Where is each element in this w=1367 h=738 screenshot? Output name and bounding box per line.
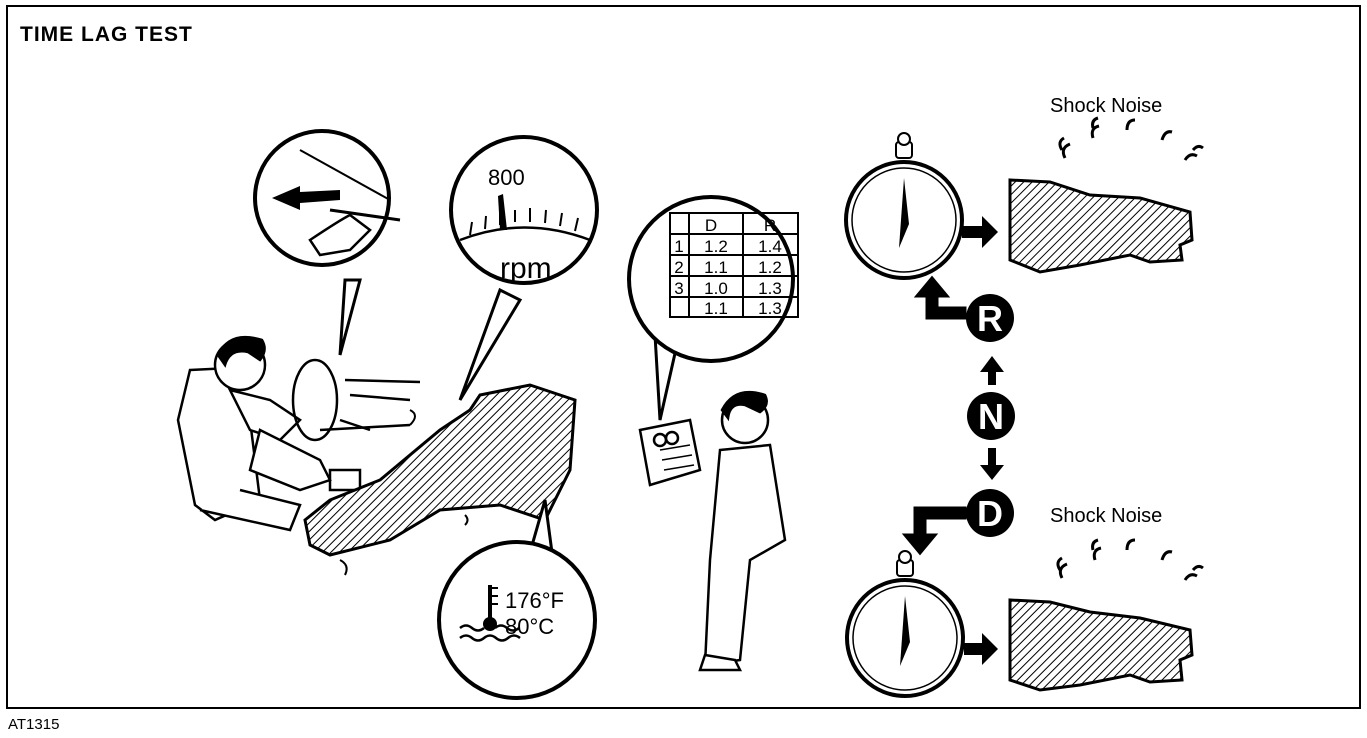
table-row-3-r: 1.3 [758, 279, 782, 298]
results-table-callout: D R 1 1.2 1.4 2 1.1 1.2 3 1.0 1.3 1.1 1.… [629, 197, 798, 420]
shock-noise-lines-bottom [1058, 540, 1203, 580]
arrow-d-to-stopwatch-icon [905, 508, 965, 553]
table-row-4-r: 1.3 [758, 299, 782, 318]
table-row-2-d: 1.1 [704, 258, 728, 277]
tachometer-callout: 800 rpm [451, 137, 597, 400]
observer-figure [640, 392, 785, 670]
arrow-right-icon-top [962, 216, 998, 248]
shift-d-label: D [977, 493, 1003, 534]
shift-r-label: R [977, 298, 1003, 339]
stopwatch-icon-top [846, 133, 962, 278]
table-row-1-r: 1.4 [758, 237, 782, 256]
shock-noise-label-bottom: Shock Noise [1050, 505, 1162, 527]
table-header-2: R [764, 216, 776, 235]
shock-noise-label-top: Shock Noise [1050, 95, 1162, 117]
table-row-2-r: 1.2 [758, 258, 782, 277]
arrow-right-icon-bottom [964, 633, 998, 665]
table-row-2-label: 2 [674, 258, 683, 277]
table-row-3-label: 3 [674, 279, 683, 298]
table-row-3-d: 1.0 [704, 279, 728, 298]
temperature-callout: 176°F 80°C [439, 500, 595, 698]
transmission-top [1010, 180, 1192, 272]
shift-sequence: R N D [905, 278, 1015, 553]
temperature-celsius: 80°C [505, 614, 554, 639]
table-row-1-d: 1.2 [704, 237, 728, 256]
arrow-n-to-d-icon [980, 448, 1004, 480]
table-header-1: D [705, 216, 717, 235]
tachometer-value: 800 [488, 165, 525, 190]
temperature-fahrenheit: 176°F [505, 588, 564, 613]
arrow-n-to-r-icon [980, 356, 1004, 385]
shift-n-label: N [978, 396, 1004, 437]
shock-noise-lines-top [1060, 118, 1203, 160]
table-row-1-label: 1 [674, 237, 683, 256]
shift-lever-callout [255, 131, 400, 355]
arrow-r-to-stopwatch-icon [917, 278, 965, 318]
tachometer-unit: rpm [500, 252, 552, 285]
transmission-bottom [1010, 600, 1192, 690]
stopwatch-icon-bottom [847, 551, 963, 696]
table-row-4-d: 1.1 [704, 299, 728, 318]
